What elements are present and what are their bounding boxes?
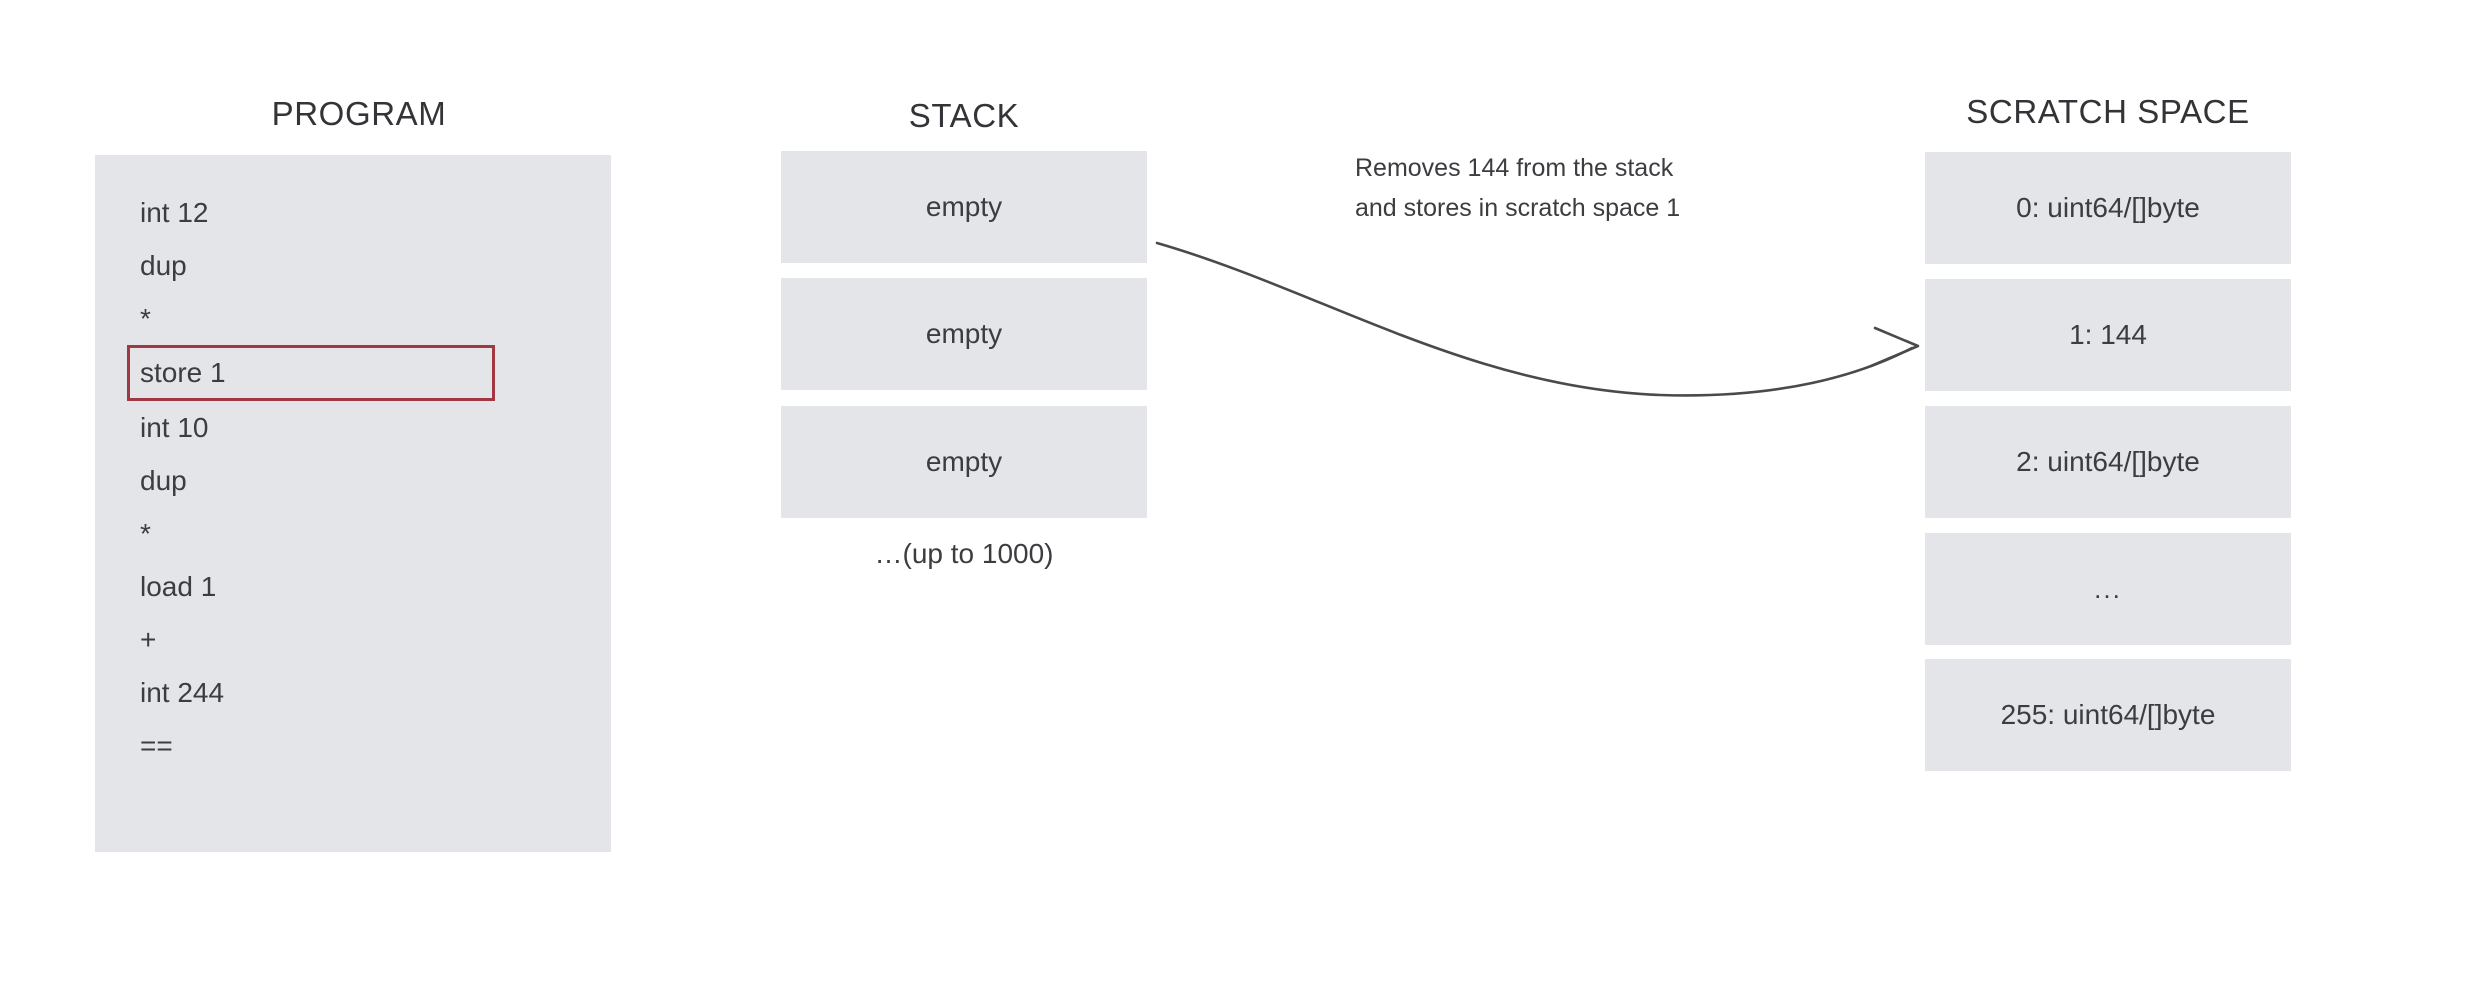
program-panel bbox=[95, 155, 611, 852]
scratch-slot: 2: uint64/[]byte bbox=[1925, 406, 2291, 518]
program-line: int 244 bbox=[140, 677, 225, 708]
stack-heading: STACK bbox=[908, 97, 1020, 134]
annotation-label: Removes 144 from the stack and stores in… bbox=[1355, 148, 1815, 228]
program-line: load 1 bbox=[140, 571, 217, 602]
program-instruction-list: int 12 dup * store 1 int 10 dup * load 1… bbox=[127, 186, 570, 772]
scratch-slot-ellipsis: ... bbox=[1925, 533, 2291, 645]
flow-arrow bbox=[1155, 241, 1920, 397]
program-line: * bbox=[140, 303, 151, 334]
scratch-slot: 255: uint64/[]byte bbox=[1925, 659, 2291, 771]
program-line: == bbox=[140, 730, 173, 761]
program-line: int 10 bbox=[140, 412, 209, 443]
program-line: dup bbox=[140, 250, 187, 281]
stack-slot: empty bbox=[781, 406, 1147, 518]
annotation-line-2: and stores in scratch space 1 bbox=[1355, 194, 1681, 222]
scratch-slot: 0: uint64/[]byte bbox=[1925, 152, 2291, 264]
program-heading: PROGRAM bbox=[271, 95, 447, 132]
scratch-slot-active: 1: 144 bbox=[1925, 279, 2291, 391]
stack-slot: empty bbox=[781, 278, 1147, 390]
program-line: dup bbox=[140, 465, 187, 496]
stack-slot: empty bbox=[781, 151, 1147, 263]
scratch-space-heading: SCRATCH SPACE bbox=[1966, 93, 2250, 130]
program-line: * bbox=[140, 518, 151, 549]
program-line: + bbox=[140, 624, 157, 655]
stack-footnote: …(up to 1000) bbox=[874, 538, 1054, 569]
program-line: int 12 bbox=[140, 197, 209, 228]
annotation-line-1: Removes 144 from the stack bbox=[1355, 154, 1674, 182]
program-line-highlighted: store 1 bbox=[127, 345, 495, 401]
